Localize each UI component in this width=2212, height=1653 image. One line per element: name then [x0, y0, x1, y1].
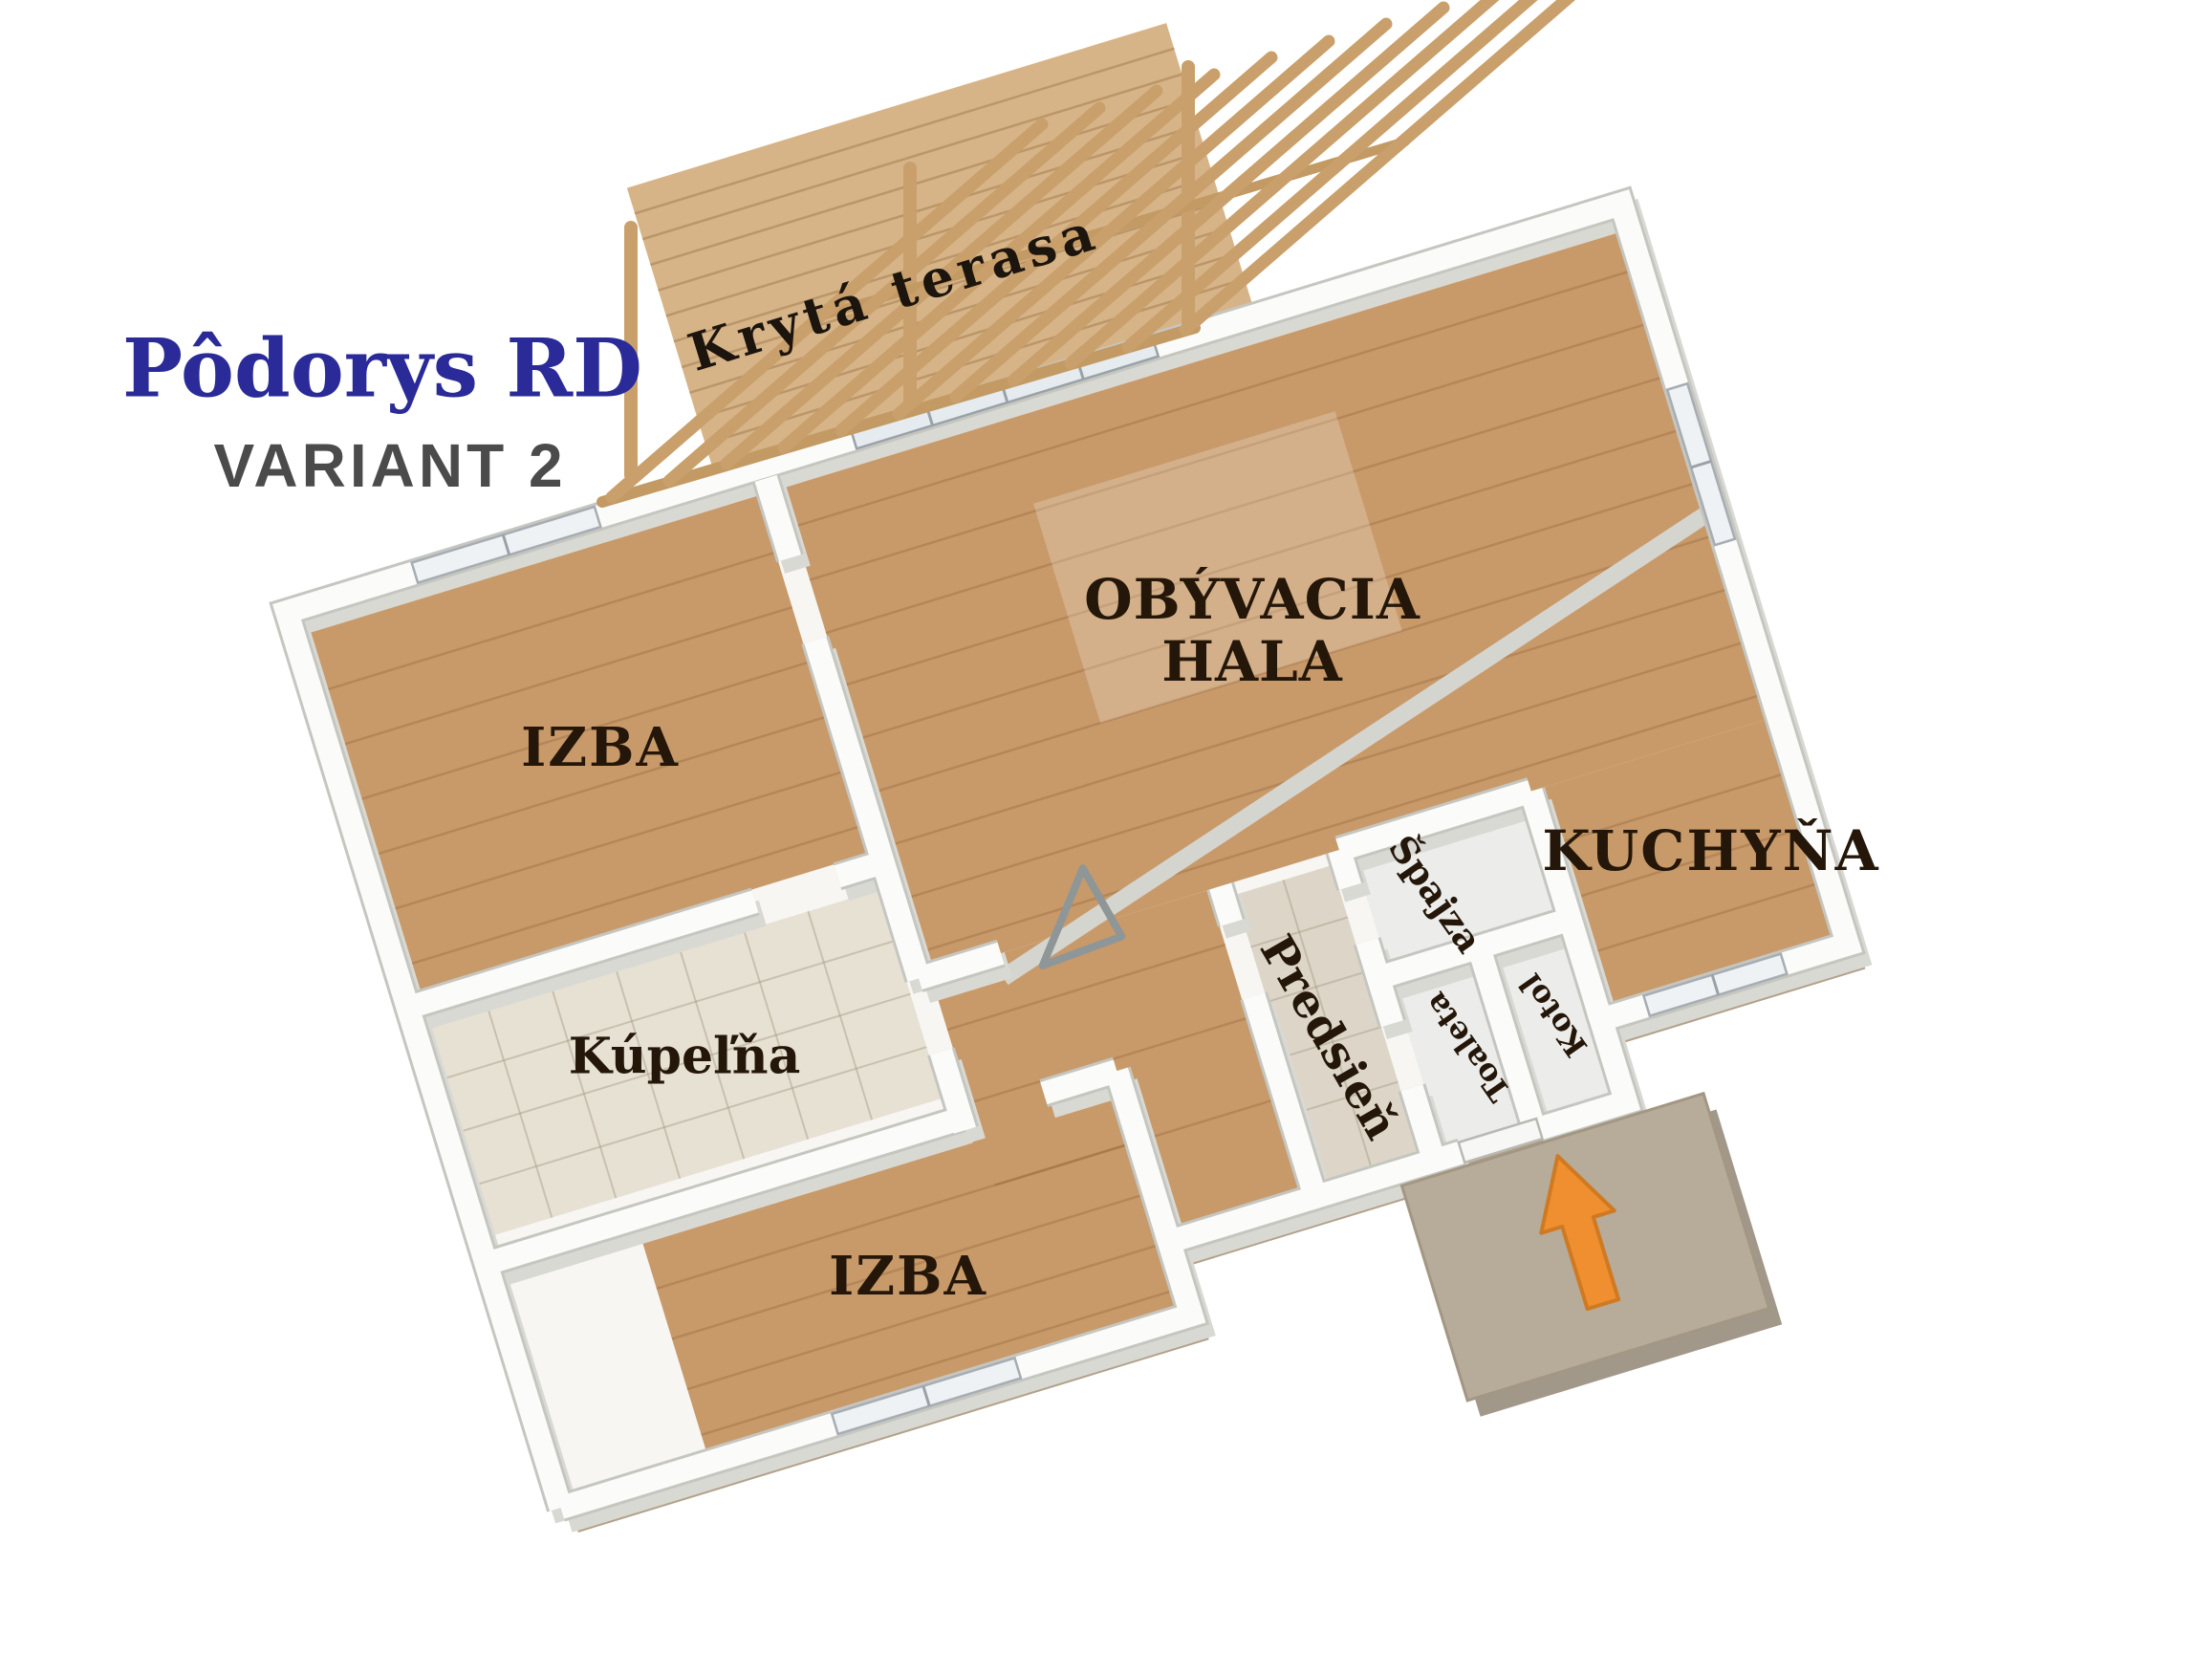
room-label-kuchyna: KUCHYŇA	[1542, 818, 1880, 883]
floor-kotol	[1493, 933, 1612, 1116]
room-label-izba-bottom: IZBA	[829, 1245, 987, 1308]
room-label-obyvacia-hala-line2: HALA	[1161, 629, 1343, 694]
removed-wall-stripe	[998, 504, 1716, 986]
kitchen-east-window	[1665, 381, 1737, 547]
kitchen-south-window	[1641, 952, 1789, 1018]
windows-doors	[410, 335, 1789, 1436]
entrance-door	[1457, 1117, 1545, 1164]
door-swing-triangle-icon	[1038, 864, 1126, 969]
floor-predsien	[1234, 864, 1420, 1184]
floor-toaleta	[1393, 962, 1520, 1146]
hall-light-patch	[1033, 411, 1402, 724]
floor-kitchen	[1543, 719, 1832, 1005]
page-subtitle-variant: VARIANT 2	[213, 431, 567, 500]
page-title: Pôdorys RD	[122, 320, 642, 416]
room-label-izba-top: IZBA	[521, 716, 680, 779]
pergola-rafters	[605, 0, 1576, 504]
floor-izba-bottom	[641, 1098, 1177, 1451]
floor-bathroom	[426, 889, 943, 1237]
izba-bottom-window	[830, 1356, 1023, 1436]
entrance-arrow-icon	[1539, 1154, 1621, 1312]
pergola	[596, 0, 1576, 508]
room-label-obyvacia-hala: OBÝVACIA HALA	[1084, 569, 1420, 693]
bathroom-tile-grid	[442, 910, 927, 1218]
house-plan-group	[269, 23, 1873, 1533]
entrance-step	[1399, 1091, 1783, 1417]
floor-izba-top	[302, 482, 868, 992]
room-label-kupelna: Kúpeľňa	[568, 1027, 801, 1086]
predsien-tile-grid	[1250, 880, 1399, 1168]
izba-top-window	[410, 505, 602, 585]
room-label-obyvacia-hala-line1: OBÝVACIA	[1084, 567, 1420, 633]
